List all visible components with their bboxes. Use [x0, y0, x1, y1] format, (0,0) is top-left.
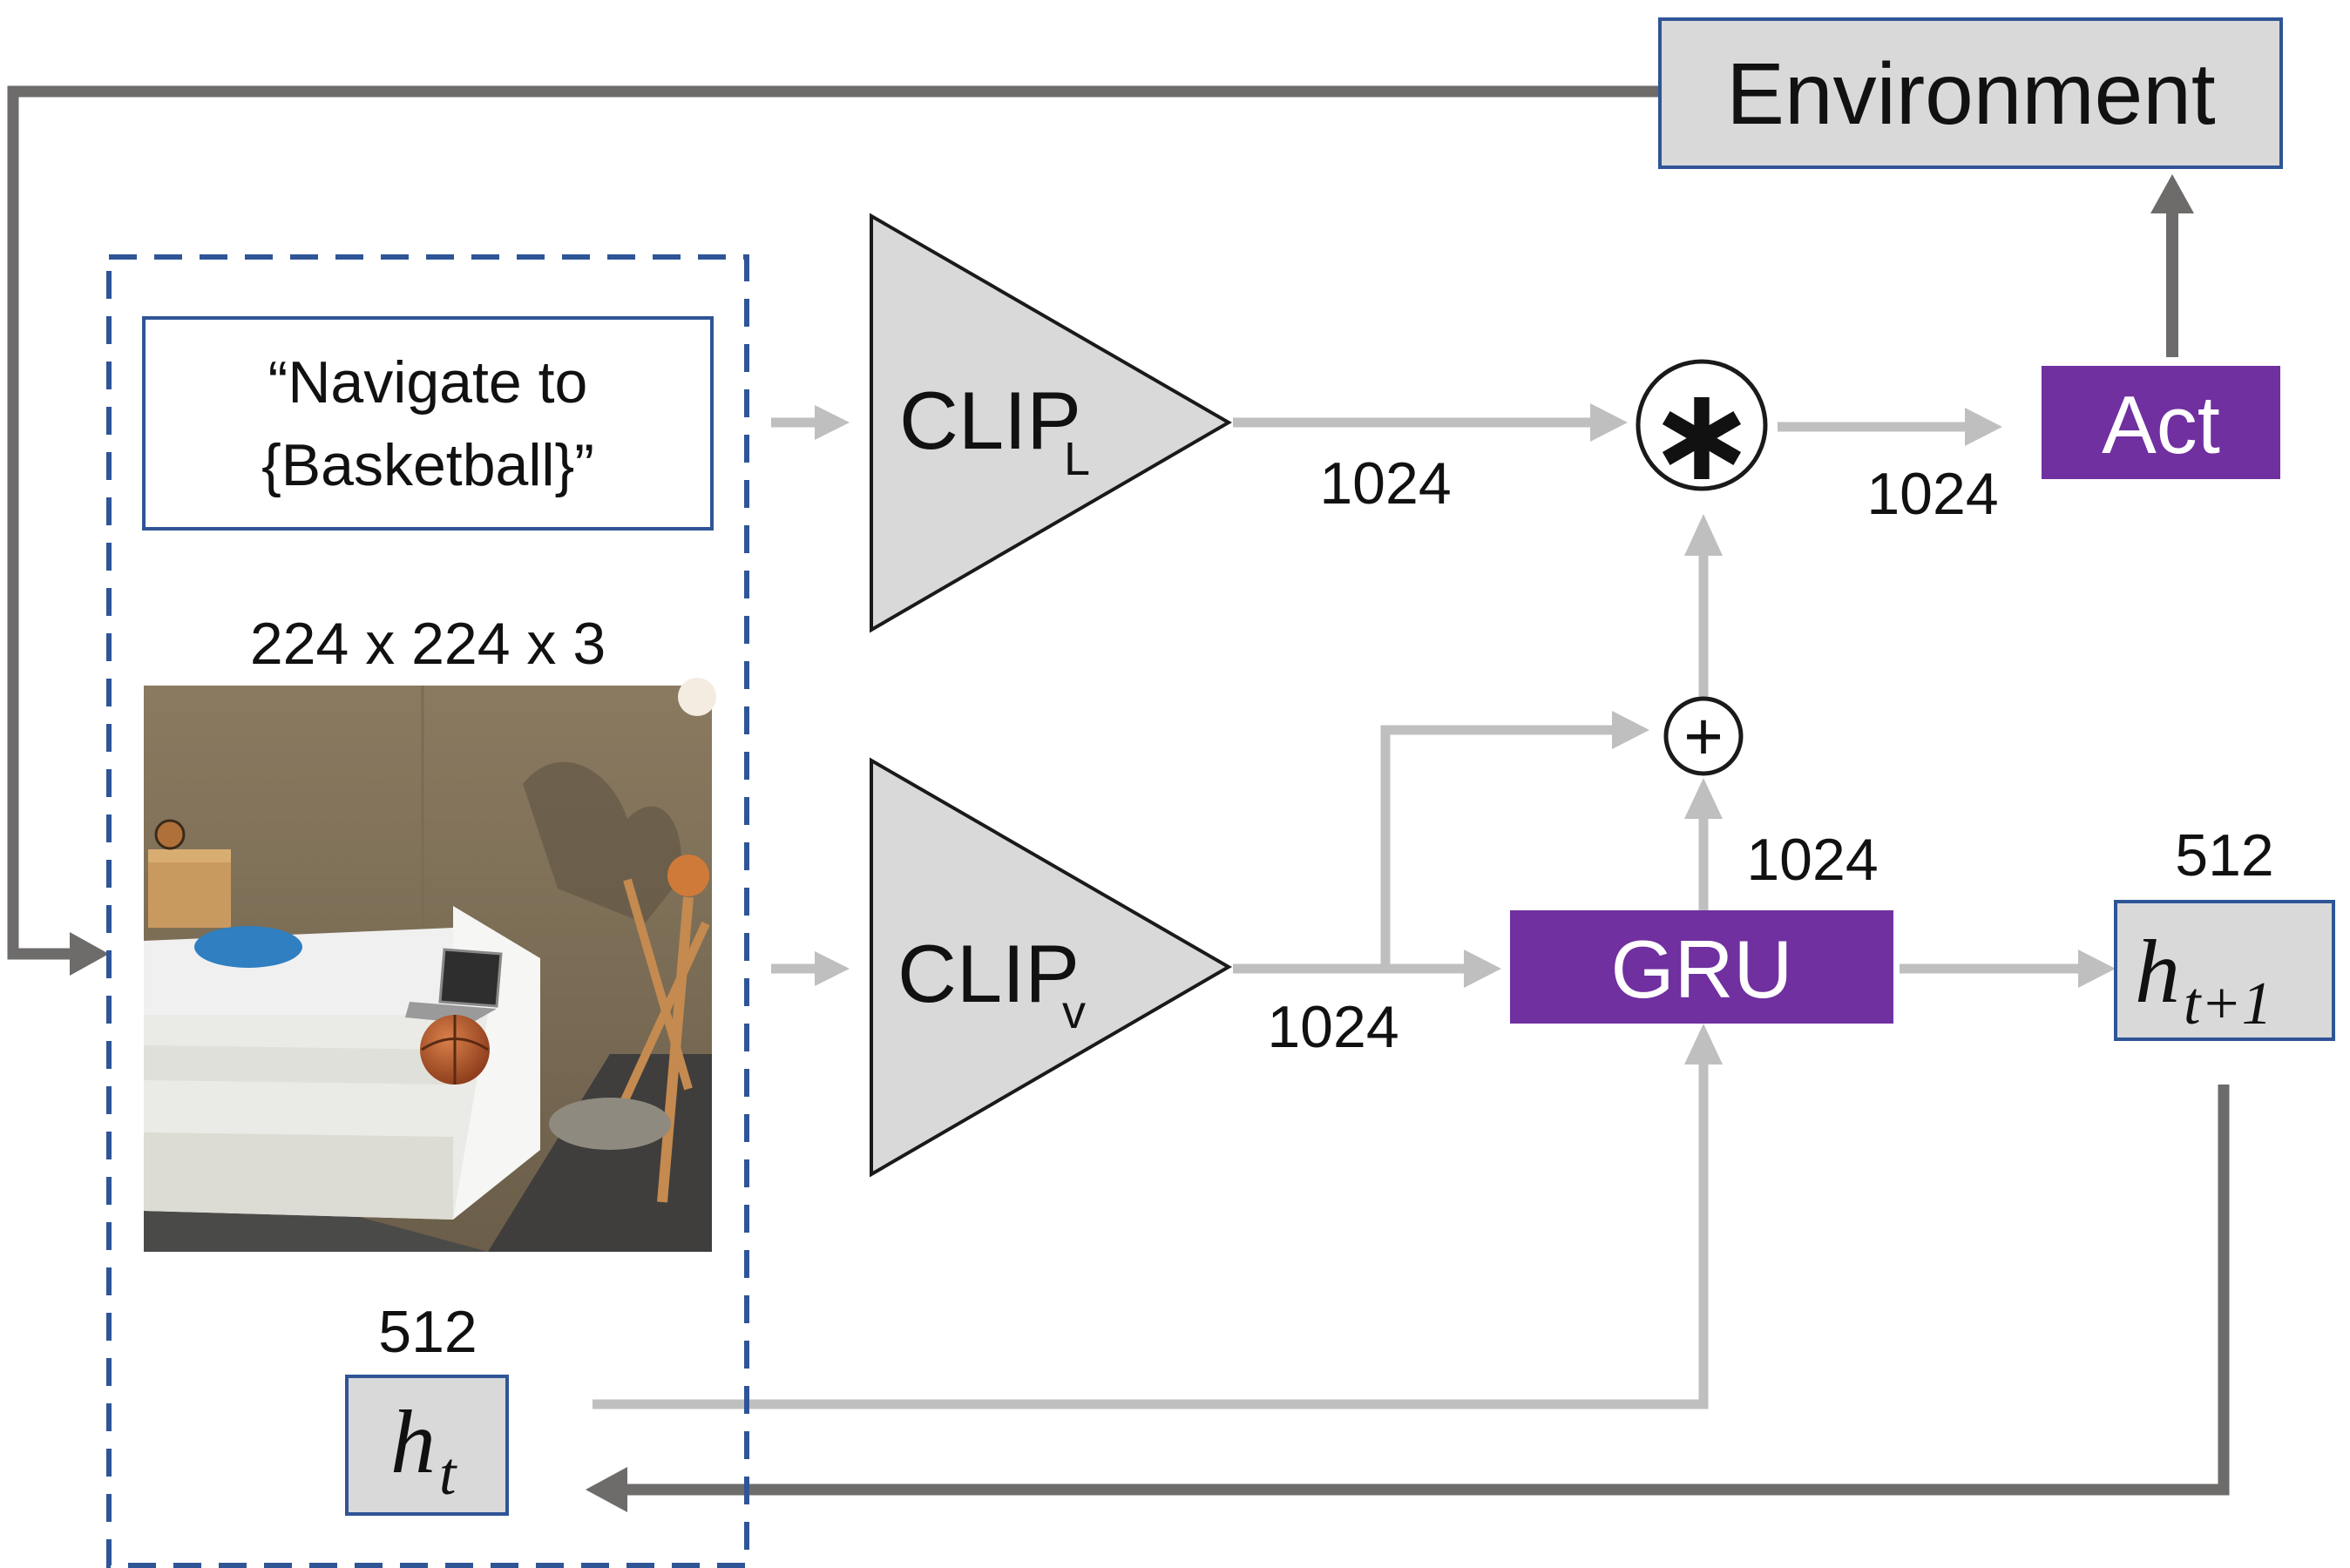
observation-image [144, 678, 716, 1252]
gru-box: GRU [1510, 910, 1893, 1024]
gru-out-dim: 1024 [1746, 827, 1878, 893]
h-next-size: 512 [2175, 822, 2273, 889]
instruction-to-clipl-arrow [771, 405, 850, 440]
observation-dashed-box [106, 254, 749, 1568]
pillow-icon [194, 926, 302, 968]
h-next-base: h [2135, 922, 2180, 1022]
act-label: Act [2102, 379, 2220, 470]
clip-l-subscript: L [1064, 433, 1090, 485]
image-dims-label: 224 x 224 x 3 [250, 611, 606, 677]
multiply-node: ∗ [1636, 359, 1768, 507]
clipl-to-multiply-arrow [1233, 403, 1628, 442]
hidden-state-recurrence-arrow [586, 1085, 2230, 1512]
laptop-icon [438, 948, 503, 1008]
alarm-clock-icon [154, 819, 186, 850]
ht-to-gru-arrow [593, 1024, 1723, 1409]
env-feedback-arrow [7, 85, 1660, 976]
image-to-clipv-arrow [771, 951, 850, 986]
gru-to-hnext-arrow [1900, 950, 2116, 988]
clip-v-encoder: CLIP v [870, 757, 1232, 1178]
clip-v-out-dim: 1024 [1267, 994, 1398, 1060]
act-to-environment-arrow [2150, 174, 2194, 357]
instruction-line-2: {Basketball}” [261, 432, 594, 498]
multiply-to-act-arrow [1778, 408, 2002, 446]
add-symbol: + [1683, 698, 1724, 774]
clip-v-label: CLIP [897, 928, 1080, 1019]
clip-l-label: CLIP [899, 375, 1081, 466]
multiply-symbol: ∗ [1647, 361, 1757, 507]
h-t-base: h [390, 1392, 436, 1492]
multiply-out-dim: 1024 [1866, 461, 1998, 527]
add-node: + [1663, 696, 1744, 776]
add-to-multiply-arrow [1684, 514, 1723, 701]
clipv-skip-to-add-arrow [1380, 711, 1649, 969]
environment-label: Environment [1726, 45, 2216, 143]
instruction-box: “Navigate to {Basketball}” [142, 316, 714, 531]
h-t-subscript: t [439, 1441, 457, 1508]
h-t-size: 512 [378, 1299, 477, 1365]
lamp-icon [667, 855, 709, 896]
gru-to-add-arrow [1684, 778, 1723, 910]
h-next-box: h t+1 [2114, 900, 2335, 1041]
act-box: Act [2042, 366, 2280, 479]
h-t-box: h t [345, 1375, 509, 1516]
instruction-line-1: “Navigate to [268, 349, 588, 416]
environment-box: Environment [1658, 17, 2283, 169]
gru-label: GRU [1611, 923, 1793, 1015]
clip-v-subscript: v [1062, 986, 1086, 1038]
clip-l-encoder: CLIP L [870, 213, 1232, 633]
clip-l-out-dim: 1024 [1319, 450, 1451, 517]
h-next-subscript: t+1 [2184, 970, 2272, 1037]
clipv-to-gru-arrow [1233, 950, 1501, 988]
